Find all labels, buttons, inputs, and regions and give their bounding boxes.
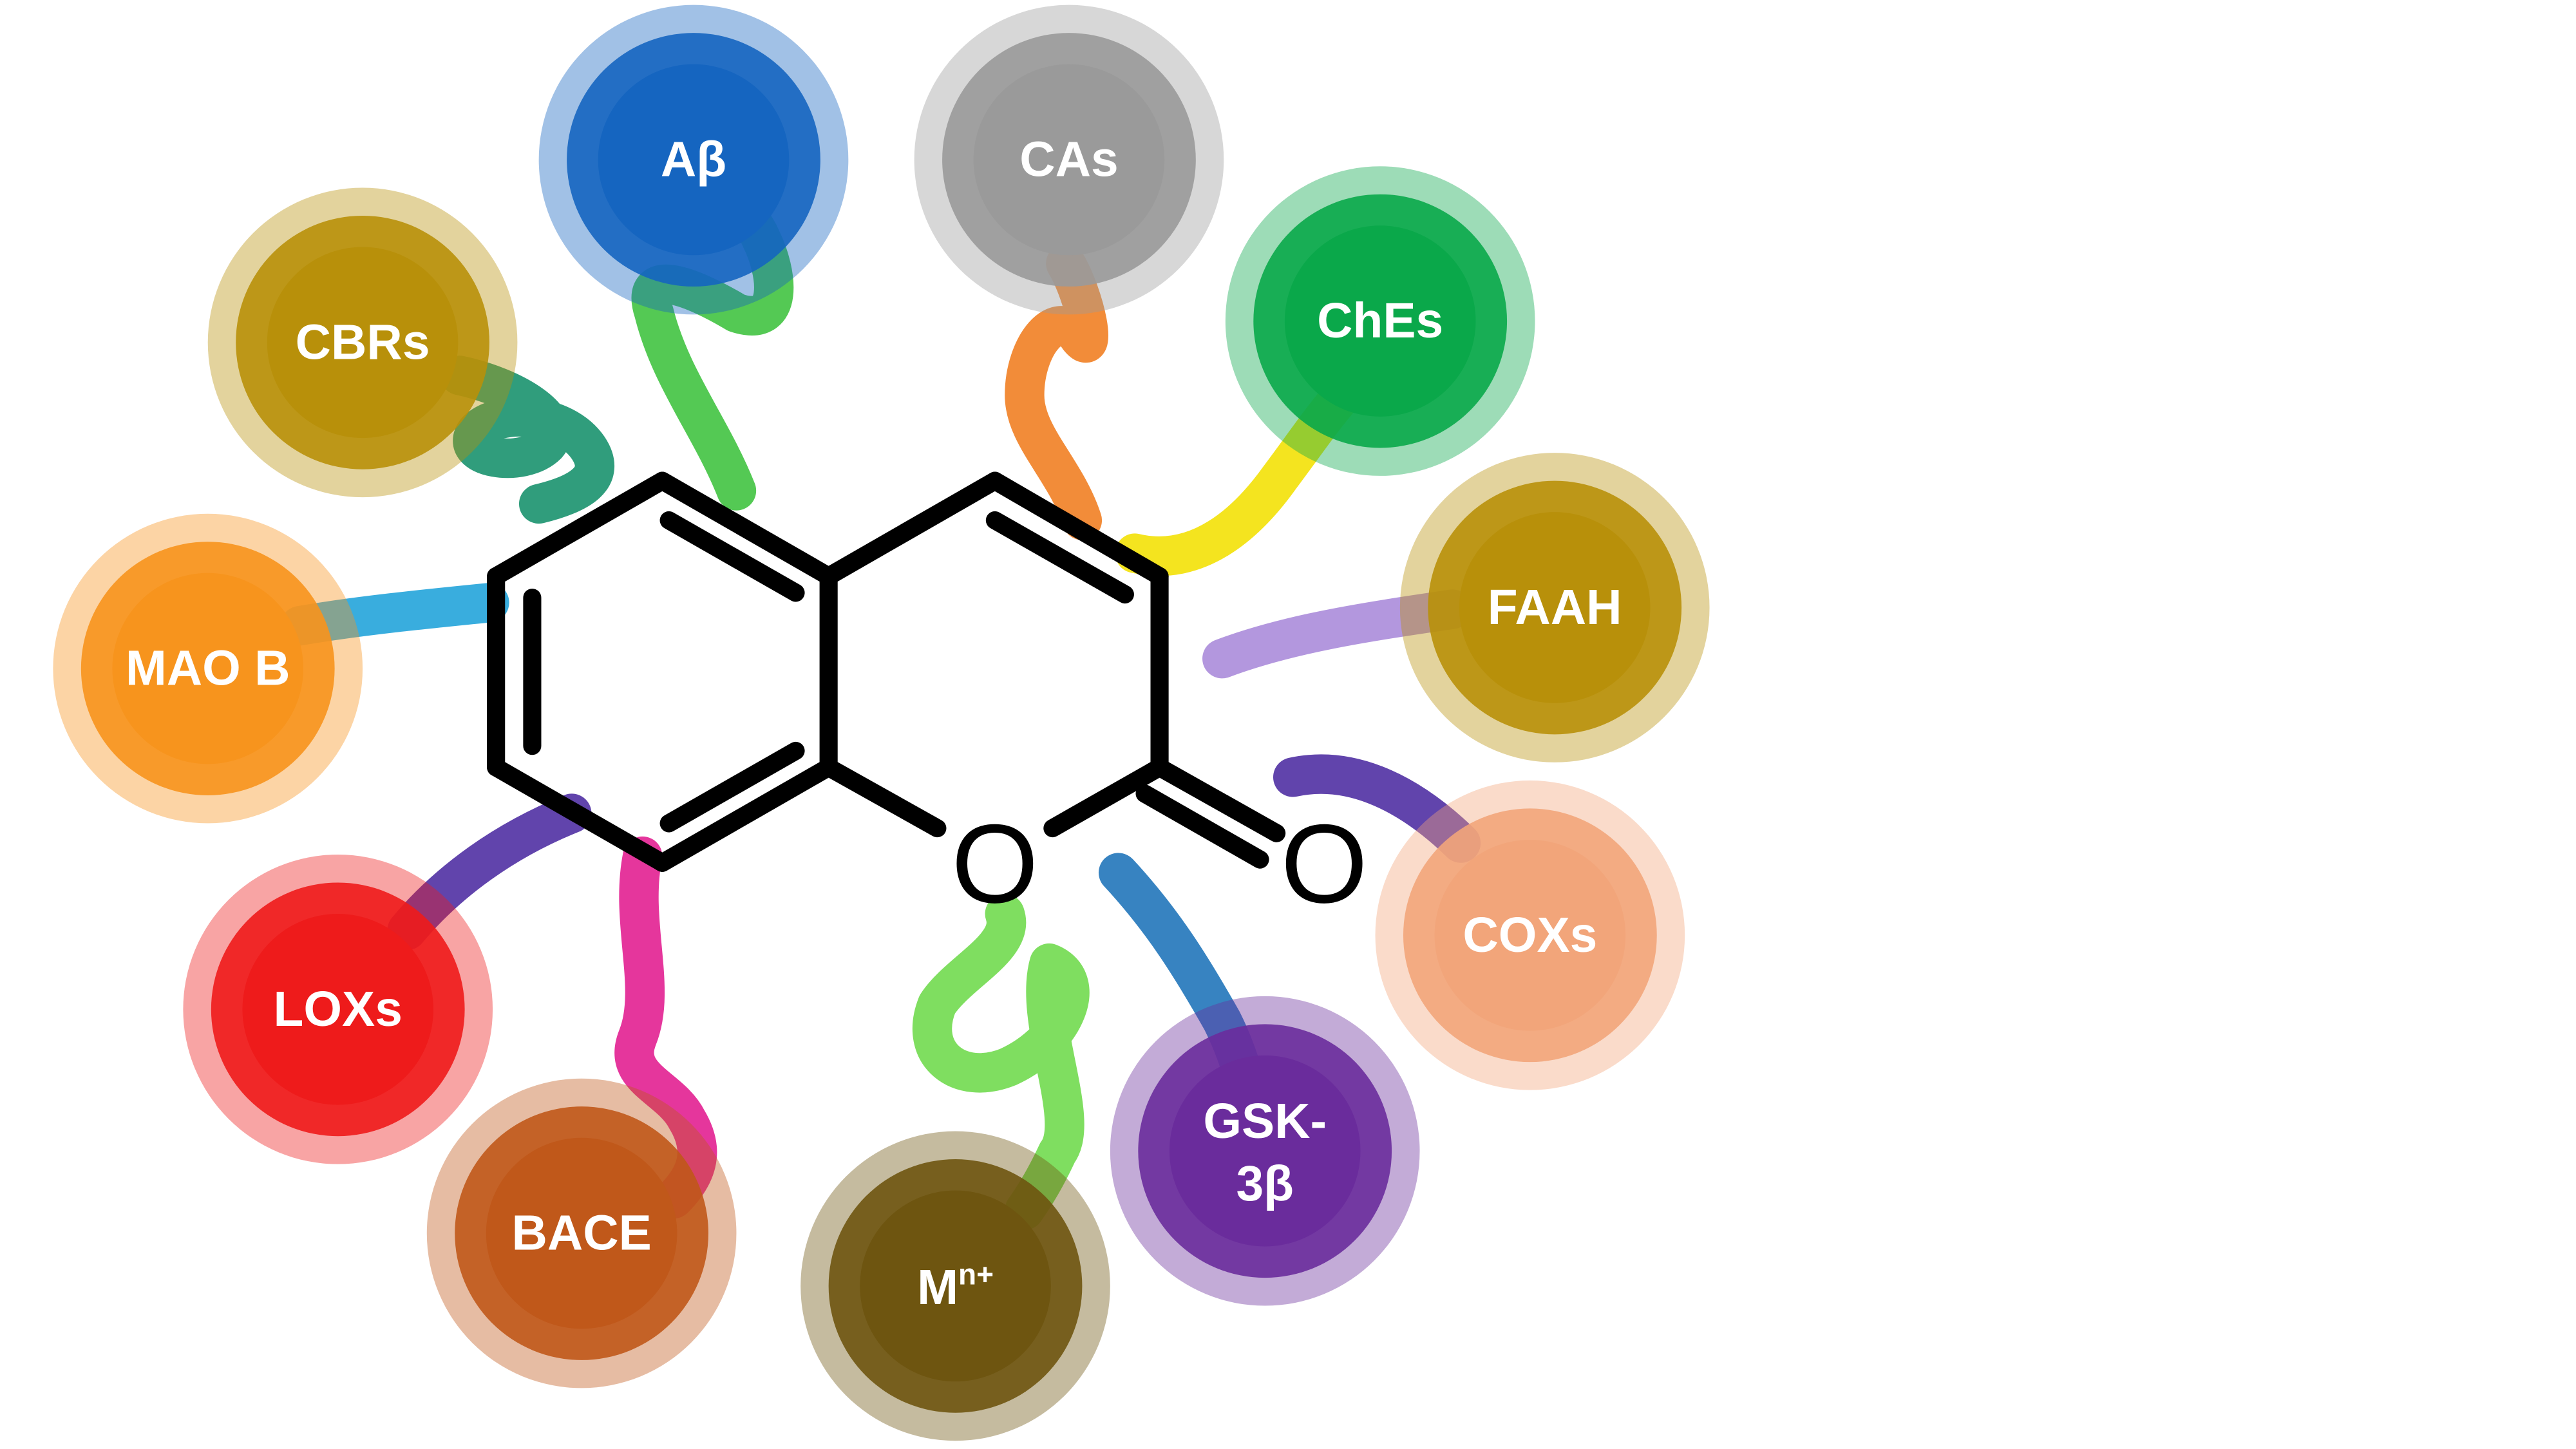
target-node-mn: Mn+ [800,1131,1110,1441]
target-label: CAs [1019,133,1118,187]
bond [819,758,947,838]
tether-bace [614,836,717,1219]
target-label: BACE [511,1206,651,1261]
target-node-bace: BACE [426,1078,737,1388]
tether-faah [1202,589,1473,679]
node-core [486,1137,677,1329]
node-core [598,64,790,256]
tether-loxs [387,793,592,951]
bond [985,471,1169,585]
target-label: COXs [1463,908,1597,963]
target-node-coxs: COXs [1375,780,1685,1090]
node-core [1284,225,1476,417]
bond-inner [985,511,1134,604]
bond [653,471,838,585]
target-label: LOXs [274,982,402,1037]
target-label: ChEs [1317,294,1443,348]
label-superscript: n+ [958,1257,994,1291]
target-label-line: 3β [1236,1157,1293,1211]
tether-cbrs [440,355,614,524]
bond [653,758,838,872]
target-node-faah: FAAH [1399,453,1710,762]
bond [1043,758,1169,838]
node-core [860,1190,1051,1382]
node-core [112,573,304,764]
target-node-gsk: GSK- 3β [1110,996,1420,1306]
target-label-line: GSK- [1203,1094,1327,1149]
target-node-maob: MAO B [53,513,363,824]
target-label: Aβ [661,133,726,187]
bond [487,758,672,872]
coumarin-structure: O O [487,471,1368,926]
node-core [267,247,459,439]
target-label: MAO B [126,641,290,696]
target-node-ches: ChEs [1225,166,1535,476]
node-core [1459,512,1651,703]
node-core [1434,839,1626,1031]
bond [487,471,672,585]
target-node-loxs: LOXs [183,854,493,1164]
target-node-cas: CAs [914,5,1224,315]
bond-carbonyl [1150,758,1286,842]
ring-oxygen-label: O [951,801,1038,926]
target-node-cbrs: CBRs [207,187,518,498]
node-core [1169,1055,1361,1247]
target-label: Mn+ [917,1257,994,1315]
tether-coxs [1273,754,1481,863]
node-core [973,64,1165,256]
bond-inner [659,511,805,602]
label-base: M [917,1260,958,1315]
bond [819,471,1004,585]
node-core [242,914,434,1105]
carbonyl-oxygen-label: O [1281,801,1368,926]
bond-inner [659,741,805,833]
target-label: CBRs [296,315,430,370]
tether-mn [912,894,1090,1230]
target-node-abeta: Aβ [538,5,849,315]
tether-cas [1005,243,1109,540]
bond-carbonyl [1135,784,1269,869]
target-label: FAAH [1488,580,1622,635]
